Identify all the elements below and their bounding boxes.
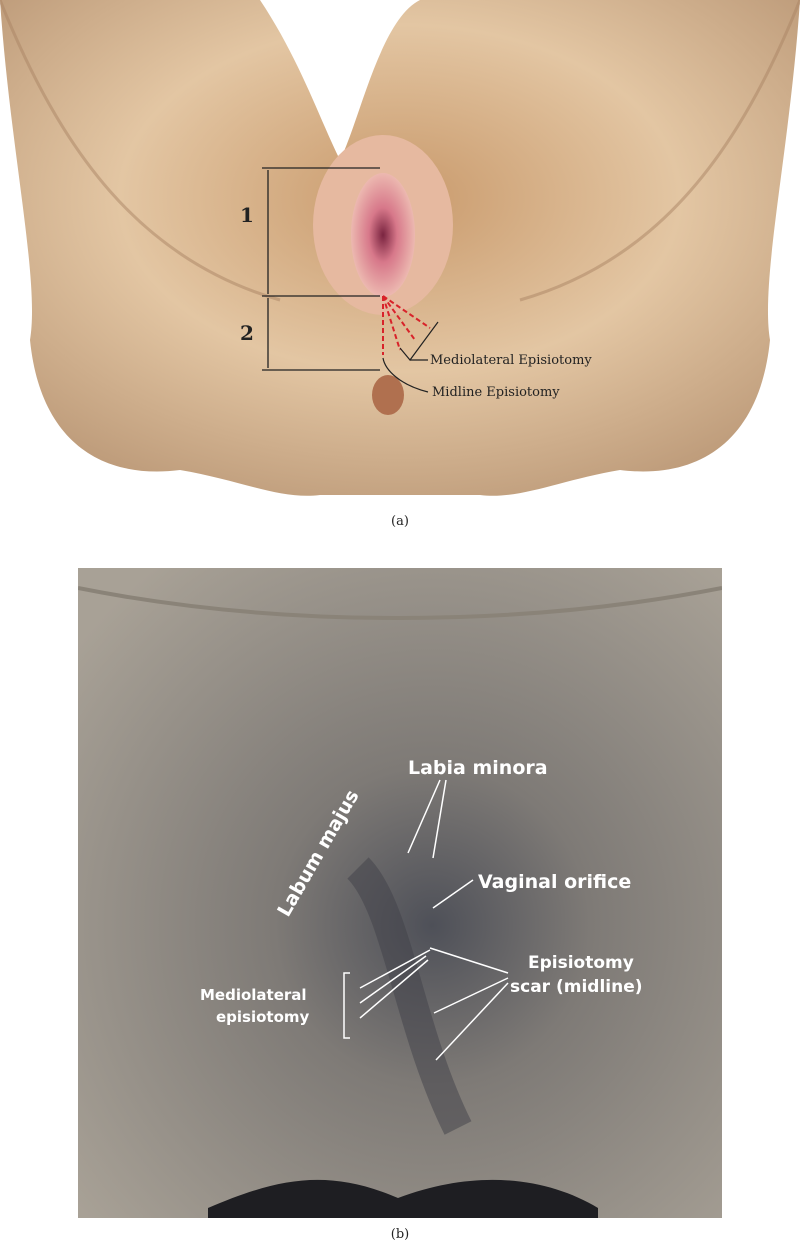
anus-region (372, 375, 404, 415)
anatomical-illustration: 1 2 Mediolateral Episiotomy Midline Epis… (0, 0, 800, 496)
annotation-arrows (343, 779, 509, 1061)
incision-lines (382, 295, 431, 355)
illustration-panel-a: 1 2 Mediolateral Episiotomy Midline Epis… (0, 0, 800, 510)
label-vaginal-orifice: Vaginal orifice (478, 871, 631, 893)
mediolateral-annotation: Mediolateral Episiotomy (430, 353, 592, 368)
specimen-photo: Labia minora Labum majus Vaginal orifice… (77, 568, 723, 1218)
caption-a: (a) (391, 514, 409, 529)
label-mediolateral-2: episiotomy (216, 1008, 310, 1026)
label-episiotomy-scar-1: Episiotomy (528, 953, 634, 973)
caption-b: (b) (390, 1227, 410, 1242)
midline-annotation: Midline Episiotomy (432, 385, 560, 400)
label-mediolateral-1: Mediolateral (200, 986, 307, 1004)
photo-panel-b: Labia minora Labum majus Vaginal orifice… (77, 568, 723, 1218)
measure-label-1: 1 (240, 203, 254, 227)
measure-label-2: 2 (240, 321, 254, 345)
measurement-brackets (262, 167, 380, 371)
label-labia-minora: Labia minora (408, 757, 548, 779)
label-episiotomy-scar-2: scar (midline) (510, 977, 643, 997)
